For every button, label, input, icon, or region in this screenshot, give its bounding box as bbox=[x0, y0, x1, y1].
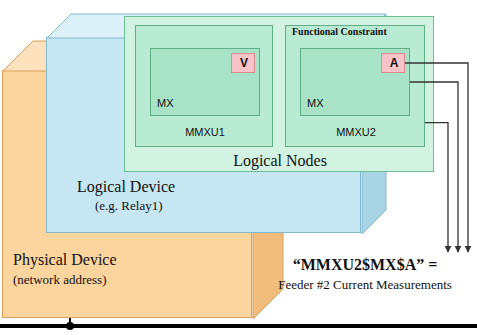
bus-tap bbox=[66, 322, 74, 330]
node-label: V bbox=[240, 57, 248, 70]
node-label: A bbox=[390, 57, 399, 70]
reference-string: “MMXU2$MX$A” = Feeder #2 Current Measurem… bbox=[255, 252, 475, 308]
functional-constraint-box: MX A bbox=[300, 48, 410, 116]
node-label: MMXU1 bbox=[185, 126, 225, 138]
data-object-box: V bbox=[231, 53, 255, 73]
node-label: MMXU2 bbox=[336, 126, 376, 138]
physical-device-box: Physical Device (network address) Logical … bbox=[2, 70, 252, 318]
connector-arrow bbox=[425, 123, 448, 252]
data-object-box: A bbox=[381, 53, 405, 73]
node-label: Physical Device bbox=[13, 251, 117, 269]
logical-node-box: MMXU2 MX A bbox=[285, 25, 425, 147]
logical-node-box: MMXU1 MX V bbox=[135, 25, 273, 147]
reference-text: Feeder #2 Current Measurements bbox=[278, 278, 452, 292]
node-label: Logical Device bbox=[77, 178, 175, 196]
logical-device-box: Logical Device (e.g. Relay1) Logical Nodes… bbox=[46, 37, 361, 233]
node-label: MX bbox=[157, 97, 174, 109]
constraint-label: Functional Constraint bbox=[292, 26, 387, 37]
node-label: (e.g. Relay1) bbox=[95, 199, 163, 213]
node-label: MX bbox=[307, 97, 324, 109]
connector-arrow bbox=[410, 82, 458, 252]
functional-constraint-box: MX V bbox=[150, 48, 260, 116]
node-label: Logical Nodes bbox=[233, 152, 327, 170]
logical-nodes-group: Logical Nodes MMXU1 MX V MMXU2 MX A bbox=[124, 16, 434, 172]
connector-arrow bbox=[405, 63, 468, 252]
node-label: (network address) bbox=[13, 273, 107, 287]
reference-text: “MMXU2$MX$A” = bbox=[293, 256, 438, 274]
